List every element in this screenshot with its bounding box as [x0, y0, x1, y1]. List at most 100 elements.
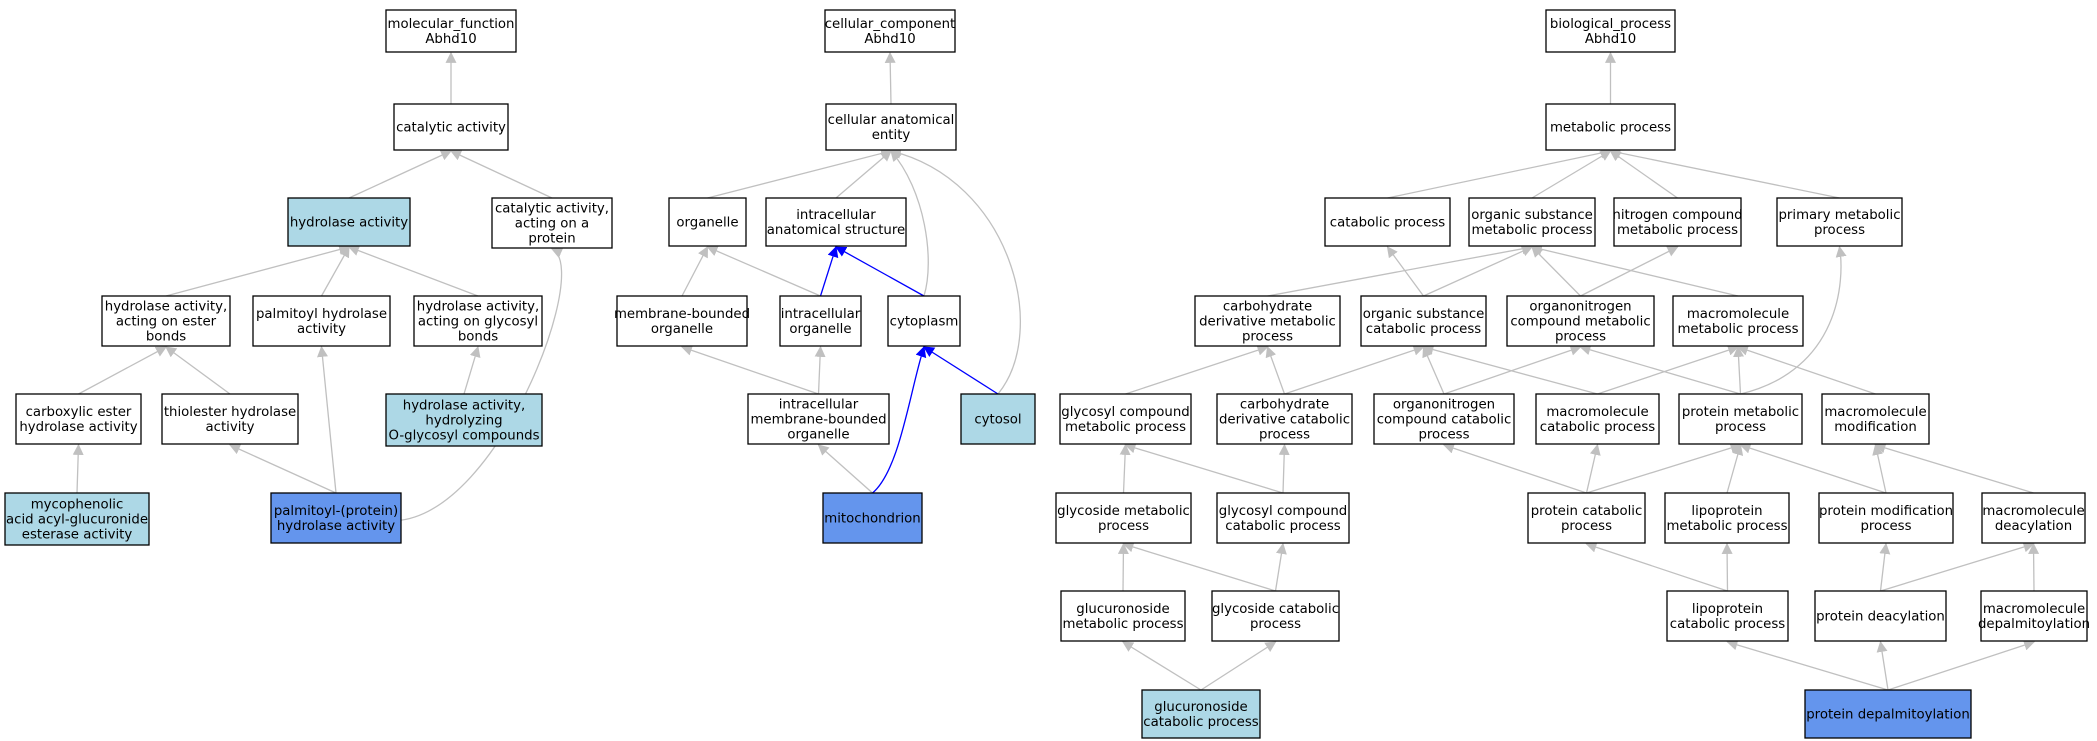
- edge-palmprot-to-thioester: [228, 444, 337, 494]
- node-label: process: [1561, 519, 1612, 534]
- node-box: [1468, 197, 1596, 247]
- edge-pdeac-to-pmodp: [1879, 542, 1891, 592]
- node-box: [413, 295, 543, 347]
- edge-gccp-to-gcmp: [1124, 442, 1284, 494]
- node-label: catabolic process: [1225, 519, 1340, 534]
- node-label: protein deacylation: [1816, 610, 1945, 625]
- node-box: [15, 393, 142, 445]
- node-label: glycosyl compound: [1061, 405, 1189, 420]
- node-label: metabolic process: [1550, 121, 1671, 136]
- node-box: [385, 9, 517, 53]
- edge-mcp-to-oscp: [1422, 344, 1598, 395]
- node-label: intracellular: [781, 307, 861, 322]
- edge-ias-to-cae: [835, 150, 892, 199]
- node-label: activity: [297, 322, 346, 337]
- node-hglyc[interactable]: hydrolase activity,acting on glycosylbon…: [413, 295, 543, 347]
- edge-imbo-to-mbo: [680, 345, 819, 395]
- node-catalytic[interactable]: catalytic activity: [393, 103, 509, 151]
- node-label: protein: [528, 232, 575, 247]
- node-label: organonitrogen: [1529, 300, 1631, 315]
- node-box: [825, 103, 957, 151]
- edge-protmp-to-ocmp: [1579, 344, 1741, 395]
- node-label: thiolester hydrolase: [164, 405, 296, 420]
- node-label: macromolecule: [1546, 405, 1648, 420]
- node-label: anatomical structure: [767, 223, 905, 238]
- node-label: palmitoyl-(protein): [274, 504, 398, 519]
- node-palmprot[interactable]: palmitoyl-(protein)hydrolase activity: [270, 492, 402, 544]
- edge-pcp-to-protmp: [1586, 442, 1742, 494]
- node-label: hydrolase activity: [290, 216, 408, 231]
- node-label: protein metabolic: [1682, 405, 1799, 420]
- edge-io-to-ias: [819, 245, 839, 297]
- node-box: [252, 295, 391, 347]
- edge-gcmp-to-cdmp: [1125, 344, 1269, 395]
- edge-thioester-to-hester: [165, 346, 231, 395]
- node-box: [1060, 590, 1186, 642]
- node-hoglyc[interactable]: hydrolase activity,hydrolyzingO-glycosyl…: [385, 393, 543, 447]
- edge-glucmp-to-gmp: [1117, 542, 1129, 592]
- node-catab[interactable]: catabolic process: [1324, 197, 1451, 247]
- node-box: [1818, 492, 1954, 544]
- node-cytosol[interactable]: cytosol: [960, 393, 1036, 445]
- node-hydrolase[interactable]: hydrolase activity: [287, 197, 411, 247]
- node-organelle[interactable]: organelle: [668, 197, 747, 247]
- node-cytoplasm[interactable]: cytoplasm: [887, 295, 961, 347]
- edge-oscp-to-catab: [1386, 246, 1425, 297]
- node-label: glucuronoside: [1154, 700, 1247, 715]
- node-metab[interactable]: metabolic process: [1545, 103, 1676, 151]
- node-label: carbohydrate: [1240, 398, 1329, 413]
- edge-gluccp-to-glucmp: [1122, 641, 1202, 691]
- node-label: macromolecule: [1982, 504, 2084, 519]
- node-mito[interactable]: mitochondrion: [822, 492, 923, 544]
- edge-hglyc-to-hydrolase: [347, 245, 479, 297]
- node-pdepalm[interactable]: protein depalmitoylation: [1804, 689, 1972, 739]
- edge-cytoplasm-to-cae: [890, 150, 929, 297]
- node-label: glycosyl compound: [1219, 504, 1347, 519]
- node-label: macromolecule: [1824, 405, 1926, 420]
- node-label: organic substance: [1471, 208, 1593, 223]
- node-label: esterase activity: [22, 528, 133, 543]
- edge-osmp-to-metab: [1531, 150, 1612, 199]
- node-label: acting on glycosyl: [418, 315, 538, 330]
- node-pdeac[interactable]: protein deacylation: [1814, 590, 1947, 642]
